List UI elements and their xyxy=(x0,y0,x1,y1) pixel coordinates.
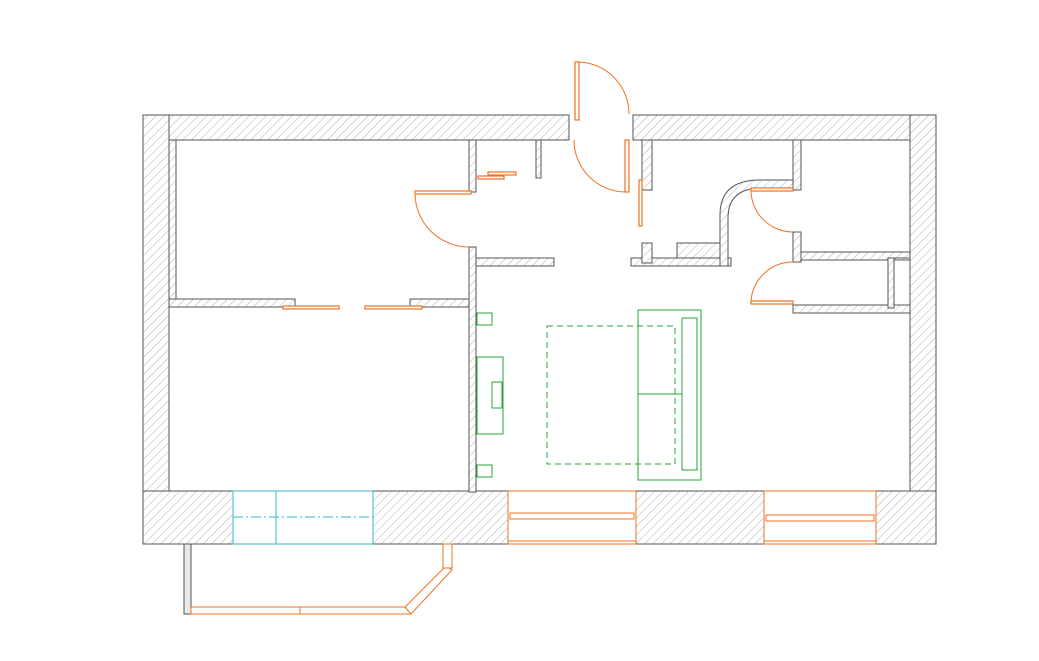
bath-door-arc xyxy=(750,190,794,233)
closet-door-leaf xyxy=(750,300,794,305)
corridor-wall-bottom xyxy=(468,246,477,493)
balcony xyxy=(183,543,453,615)
bath-wall-horizontal xyxy=(800,251,911,261)
sofa xyxy=(637,309,702,481)
exterior-walls xyxy=(142,114,937,545)
bottom-wall-1 xyxy=(142,490,234,545)
hall-box xyxy=(676,242,722,259)
entrance-inner-leaf xyxy=(624,139,630,193)
tv-cabinet xyxy=(476,356,504,435)
bath-door-leaf xyxy=(750,187,794,192)
balcony-side-wall xyxy=(183,543,192,615)
bath-wall-mid xyxy=(792,231,802,263)
left-wall xyxy=(142,114,170,545)
entrance-door-arc xyxy=(578,61,630,115)
armchair-bottom xyxy=(476,464,493,478)
interior-walls xyxy=(168,139,911,493)
closet-door-arc xyxy=(750,261,794,302)
closet-niche xyxy=(893,257,911,306)
sliding-door-1 xyxy=(282,305,340,310)
hall-door-leaf xyxy=(638,179,643,227)
interior-doors xyxy=(282,171,794,310)
right-wall xyxy=(909,114,937,545)
sliding-door-2 xyxy=(364,305,423,310)
post-1 xyxy=(535,139,542,179)
windows xyxy=(232,490,877,545)
armchair-top xyxy=(476,312,493,326)
entrance-inner-arc xyxy=(573,139,626,193)
sofa-back xyxy=(681,317,698,471)
right-window-sash xyxy=(765,514,875,522)
wardrobe-door-1 xyxy=(477,175,505,180)
post-2 xyxy=(641,139,653,191)
living-window-sash xyxy=(509,512,635,520)
top-wall-right xyxy=(632,114,937,141)
balcony-angled-glazing xyxy=(404,565,453,615)
bottom-wall-4 xyxy=(875,490,937,545)
bath-wall-top xyxy=(792,139,802,191)
balcony-front-glazing xyxy=(190,606,412,615)
balcony-corner-glazing xyxy=(442,543,453,569)
rug xyxy=(546,325,676,465)
bottom-wall-2 xyxy=(372,490,509,545)
closet-wall-vertical xyxy=(887,257,895,309)
corridor-stub-left xyxy=(475,257,555,267)
tv-screen xyxy=(491,381,503,409)
corridor-wall-top xyxy=(468,139,477,193)
closet-wall-bottom xyxy=(792,304,911,314)
hall-stub-post xyxy=(641,242,653,264)
curved-wall xyxy=(719,179,794,267)
partition-upper-left xyxy=(168,298,296,308)
wardrobe-door-2 xyxy=(487,171,517,176)
bedroom-door-leaf xyxy=(414,190,472,195)
top-wall-left xyxy=(142,114,570,141)
bedroom-door-arc xyxy=(414,193,470,248)
entrance-door xyxy=(573,61,643,227)
entrance-door-leaf xyxy=(574,61,580,121)
bottom-wall-3 xyxy=(635,490,765,545)
bedroom-left-inner xyxy=(168,139,177,302)
furniture xyxy=(476,309,702,481)
